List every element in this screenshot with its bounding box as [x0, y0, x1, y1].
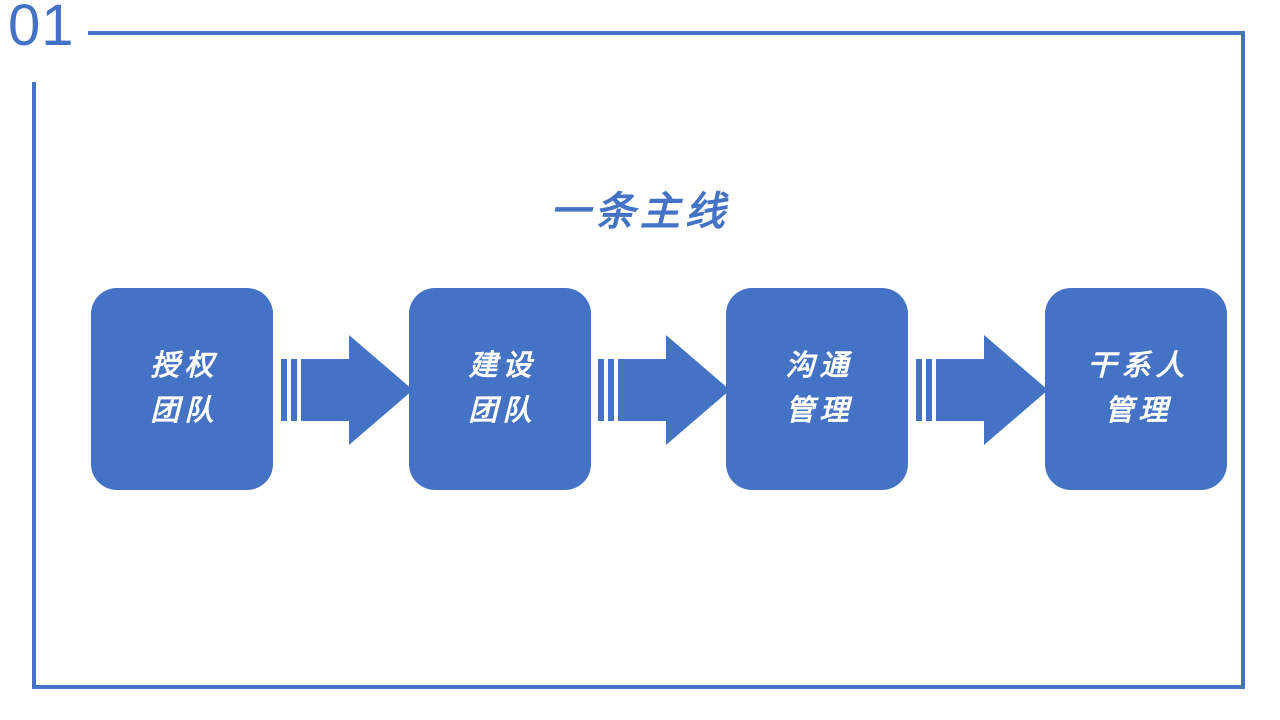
flow-step-1-label-line2: 团队 [150, 395, 219, 427]
flow-step-2-label-line2: 团队 [468, 395, 537, 427]
flow-step-3-label-line2: 管理 [785, 395, 854, 427]
section-number: 01 [8, 0, 75, 58]
flow-step-3[interactable]: 沟通 管理 [726, 288, 908, 490]
frame-left-line [32, 82, 36, 689]
striped-right-arrow-icon [598, 331, 733, 449]
flow-step-2[interactable]: 建设 团队 [409, 288, 591, 490]
frame-bottom-line [32, 685, 1245, 689]
flow-step-4[interactable]: 干系人 管理 [1045, 288, 1227, 490]
flow-step-3-label-line1: 沟通 [785, 350, 854, 383]
flow-step-4-label-line1: 干系人 [1087, 350, 1190, 383]
process-flow: 授权 团队 建设 团队 沟通 管理 [0, 288, 1280, 492]
flow-step-2-label-line1: 建设 [468, 350, 537, 383]
frame-top-line [88, 31, 1245, 35]
striped-right-arrow-icon [281, 331, 416, 449]
page-title: 一条主线 [550, 189, 730, 234]
striped-right-arrow-icon [916, 331, 1051, 449]
flow-step-1-label-line1: 授权 [150, 350, 219, 383]
frame-right-line [1241, 31, 1245, 689]
flow-step-4-label-line2: 管理 [1104, 395, 1173, 427]
flow-step-1[interactable]: 授权 团队 [91, 288, 273, 490]
